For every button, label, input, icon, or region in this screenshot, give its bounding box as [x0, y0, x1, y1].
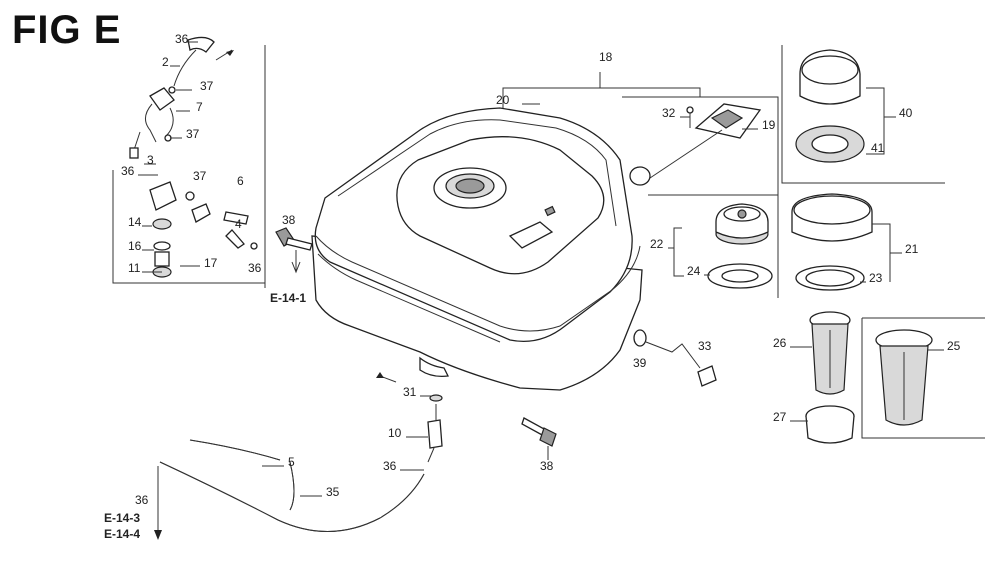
- callout-c21: 21: [905, 242, 919, 256]
- callout-c14: 14: [128, 215, 142, 229]
- callout-c7: 7: [196, 100, 203, 114]
- reference-r4: E-14-4: [104, 527, 140, 541]
- callout-c40: 40: [899, 106, 913, 120]
- callout-c35: 35: [326, 485, 340, 499]
- callout-c16: 16: [128, 239, 142, 253]
- callout-c36c: 36: [248, 261, 262, 275]
- filler-cap-small: [707, 203, 773, 289]
- leader-lines: [138, 41, 944, 497]
- callout-c19: 19: [762, 118, 776, 132]
- callout-c36d: 36: [383, 459, 397, 473]
- callout-c31: 31: [403, 385, 417, 399]
- callout-c6: 6: [237, 174, 244, 188]
- filler-cap-plain: [791, 193, 873, 291]
- callout-c11: 11: [128, 261, 141, 275]
- reference-r1: E-14-1: [270, 291, 306, 305]
- fuel-valve-assembly: [129, 36, 258, 278]
- filler-cap-large: [795, 49, 865, 163]
- reference-r3: E-14-3: [104, 511, 140, 525]
- callout-c38a: 38: [282, 213, 296, 227]
- fuel-line: [154, 372, 443, 540]
- fuel-tank: [311, 107, 643, 391]
- callout-c33: 33: [698, 339, 712, 353]
- callout-c24: 24: [687, 264, 701, 278]
- figure-title: FIG E: [12, 8, 122, 52]
- callout-c36a: 36: [175, 32, 189, 46]
- washer-clip: [633, 329, 717, 387]
- callout-c10: 10: [388, 426, 402, 440]
- callout-c37c: 37: [193, 169, 207, 183]
- bolt-left: [275, 227, 313, 274]
- callout-c32: 32: [662, 106, 676, 120]
- callout-c23: 23: [869, 271, 883, 285]
- callout-labels: 36 2 37 7 37 3 36 37 6 14 16 11 17 4 36 38 18 20 32 19 22 24 4…: [121, 32, 961, 507]
- callout-c37b: 37: [186, 127, 200, 141]
- callout-c20: 20: [496, 93, 510, 107]
- bolt-bottom: [521, 417, 557, 460]
- callout-c4: 4: [235, 217, 242, 231]
- callout-c37a: 37: [200, 79, 214, 93]
- callout-c36b: 36: [121, 164, 135, 178]
- callout-c36e: 36: [135, 493, 149, 507]
- callout-c5: 5: [288, 455, 295, 469]
- callout-c17: 17: [204, 256, 218, 270]
- strainers: [805, 311, 933, 444]
- callout-c27: 27: [773, 410, 787, 424]
- frame-lines: [112, 45, 985, 439]
- callout-c39: 39: [633, 356, 647, 370]
- reference-labels: E-14-1E-14-3E-14-4: [104, 291, 306, 541]
- callout-c25: 25: [947, 339, 961, 353]
- callout-c18: 18: [599, 50, 613, 64]
- fuel-gauge: [629, 103, 762, 186]
- callout-c2: 2: [162, 55, 169, 69]
- callout-c38b: 38: [540, 459, 554, 473]
- callout-c41: 41: [871, 141, 885, 155]
- callout-c3: 3: [147, 153, 154, 167]
- callout-c26: 26: [773, 336, 787, 350]
- callout-c22: 22: [650, 237, 664, 251]
